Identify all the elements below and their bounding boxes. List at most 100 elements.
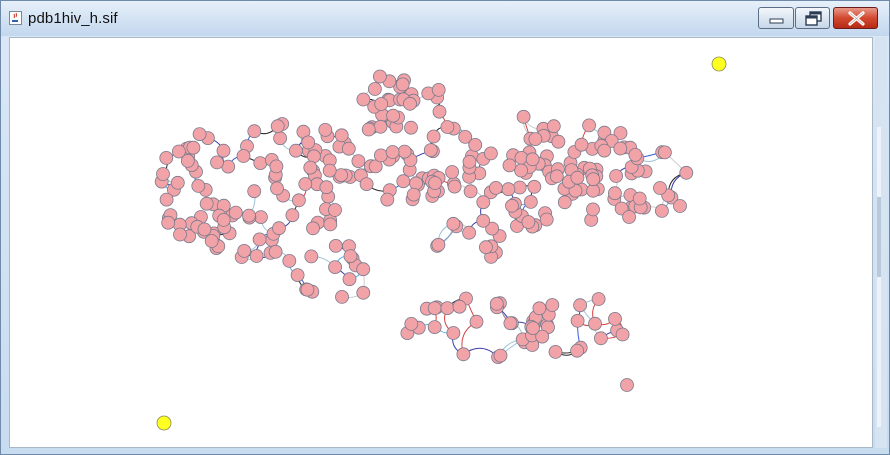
network-node[interactable] (463, 184, 478, 199)
network-node[interactable] (431, 83, 446, 97)
network-node[interactable] (622, 210, 636, 224)
network-node[interactable] (432, 104, 447, 119)
network-node[interactable] (359, 177, 374, 192)
network-node[interactable] (216, 212, 231, 227)
network-node[interactable] (404, 316, 419, 331)
network-node[interactable] (228, 205, 243, 220)
network-node[interactable] (298, 177, 313, 191)
network-node[interactable] (335, 289, 349, 304)
network-node[interactable] (191, 178, 206, 193)
network-node[interactable] (505, 198, 519, 213)
network-node[interactable] (527, 179, 542, 194)
network-node[interactable] (658, 145, 672, 160)
network-node[interactable] (488, 180, 503, 195)
network-node[interactable] (216, 143, 231, 158)
network-node[interactable] (406, 187, 421, 202)
network-node[interactable] (272, 221, 286, 236)
network-node[interactable] (290, 268, 305, 283)
network-node[interactable] (586, 202, 600, 217)
close-button[interactable] (833, 7, 878, 29)
network-node[interactable] (431, 237, 446, 252)
network-node[interactable] (615, 327, 630, 342)
network-node[interactable] (304, 249, 319, 264)
network-node[interactable] (582, 118, 596, 133)
network-node[interactable] (253, 156, 268, 170)
network-node[interactable] (423, 143, 438, 157)
network-node[interactable] (446, 326, 461, 340)
network-node[interactable] (180, 154, 195, 168)
network-node[interactable] (545, 298, 560, 312)
network-node[interactable] (171, 144, 186, 159)
network-node[interactable] (526, 321, 540, 336)
network-node[interactable] (679, 165, 694, 180)
network-node[interactable] (427, 301, 442, 316)
network-node[interactable] (173, 227, 187, 242)
network-node[interactable] (588, 316, 602, 331)
network-node[interactable] (395, 77, 410, 92)
network-node[interactable] (396, 174, 411, 189)
network-node[interactable] (447, 179, 462, 194)
network-node[interactable] (523, 194, 538, 209)
network-node[interactable] (301, 135, 316, 150)
network-node[interactable] (306, 221, 320, 236)
network-node[interactable] (557, 195, 572, 210)
network-node[interactable] (549, 169, 564, 184)
network-node[interactable] (452, 299, 467, 314)
network-node[interactable] (380, 192, 395, 207)
network-node[interactable] (356, 262, 371, 277)
network-node[interactable] (613, 141, 628, 156)
network-node[interactable] (462, 154, 477, 169)
network-node[interactable] (516, 109, 531, 124)
network-node[interactable] (476, 213, 491, 228)
network-node[interactable] (288, 143, 303, 158)
network-node[interactable] (269, 159, 284, 174)
network-node[interactable] (512, 180, 527, 195)
network-node[interactable] (210, 155, 224, 170)
isolated-node[interactable] (711, 56, 727, 72)
network-node[interactable] (409, 176, 424, 191)
network-node[interactable] (249, 249, 264, 263)
network-node[interactable] (199, 196, 214, 211)
network-node[interactable] (300, 282, 315, 297)
network-node[interactable] (236, 149, 251, 163)
network-node[interactable] (469, 314, 484, 329)
network-node[interactable] (356, 285, 371, 300)
minimize-button[interactable] (758, 7, 794, 29)
network-node[interactable] (237, 243, 252, 258)
network-node[interactable] (303, 160, 318, 175)
network-node[interactable] (323, 217, 338, 232)
network-node[interactable] (521, 215, 536, 229)
network-node[interactable] (440, 301, 455, 316)
network-node[interactable] (247, 184, 262, 199)
network-node[interactable] (373, 148, 388, 163)
network-node[interactable] (514, 163, 529, 178)
network-node[interactable] (628, 148, 643, 162)
network-node[interactable] (525, 152, 540, 167)
network-node[interactable] (609, 169, 623, 183)
network-node[interactable] (653, 181, 667, 195)
network-node[interactable] (385, 145, 400, 159)
network-node[interactable] (485, 221, 500, 236)
network-node[interactable] (318, 123, 333, 137)
network-node[interactable] (159, 151, 174, 165)
network-node[interactable] (586, 172, 601, 187)
restore-button[interactable] (795, 7, 830, 29)
network-node[interactable] (573, 298, 587, 313)
network-node[interactable] (270, 119, 285, 134)
network-node[interactable] (462, 225, 477, 240)
network-node[interactable] (373, 119, 388, 134)
network-node[interactable] (270, 181, 284, 196)
network-node[interactable] (159, 192, 174, 207)
network-node[interactable] (328, 203, 342, 217)
network-node[interactable] (535, 329, 550, 344)
network-node[interactable] (503, 316, 518, 331)
network-node[interactable] (548, 344, 563, 359)
network-node[interactable] (483, 146, 498, 161)
network-node[interactable] (426, 129, 441, 144)
network-node[interactable] (282, 253, 297, 268)
network-node[interactable] (156, 167, 170, 181)
network-node[interactable] (594, 331, 608, 346)
network-node[interactable] (361, 122, 376, 137)
network-node[interactable] (502, 158, 517, 173)
network-node[interactable] (367, 82, 382, 96)
